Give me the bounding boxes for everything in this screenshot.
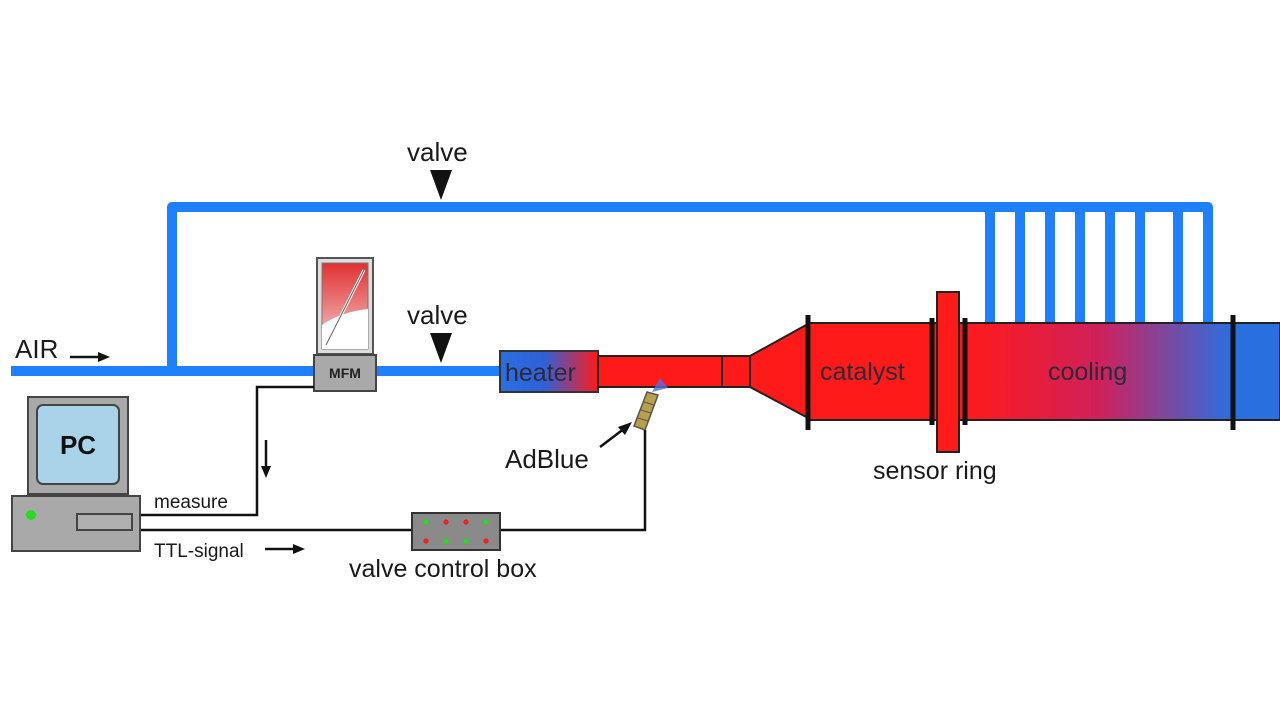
outlet-pipe [1232,322,1280,421]
sensor-ring [929,291,968,453]
signal-wires [140,385,647,532]
valve-main-icon [430,333,452,363]
spray-icon [652,378,668,392]
pc-screen [36,404,120,485]
pc: PC [11,396,141,552]
air-label: AIR [15,334,58,364]
mfm-box [313,354,377,392]
bypass-line [167,202,1213,376]
valve-top-label: valve [407,137,468,167]
adblue-arrow [599,422,632,448]
led-green [483,519,489,525]
led-green [463,538,469,544]
cooling-label: cooling [1048,358,1127,386]
led-green [443,538,449,544]
adblue-injector [633,378,668,431]
valve-top-icon [430,170,452,200]
catalyst-label: catalyst [820,358,905,386]
cooling-section: cooling [964,322,1234,421]
measure-wire [140,385,314,517]
air-flow-arrow [70,352,110,362]
exhaust-pipe [597,322,809,420]
disk-drive [76,513,133,531]
led-green [423,519,429,525]
mfm-label: MFM [329,365,361,381]
mfm-device: MFM [313,257,377,392]
catalyst-section: catalyst [807,322,933,421]
led-red [443,519,449,525]
valve-control-box [411,512,501,551]
measure-arrow [261,440,271,478]
led-red [463,519,469,525]
heater-label: heater [505,359,576,387]
valve-control-box-label: valve control box [349,555,537,583]
led-red [423,538,429,544]
measure-label: measure [154,492,228,513]
diffuser [749,322,809,420]
ttl-signal-label: TTL-signal [154,541,244,562]
pc-label: PC [60,430,96,460]
ttl-wire-box-to-injector [500,430,647,532]
ttl-arrow [265,544,305,554]
flanges [805,315,1236,430]
heater: heater [499,350,599,393]
valve-main-label: valve [407,300,468,330]
led-red [483,538,489,544]
adblue-label: AdBlue [505,444,589,474]
sensor-ring-label: sensor ring [873,457,997,485]
power-led-icon [26,510,36,520]
air-pipes [11,202,1213,376]
